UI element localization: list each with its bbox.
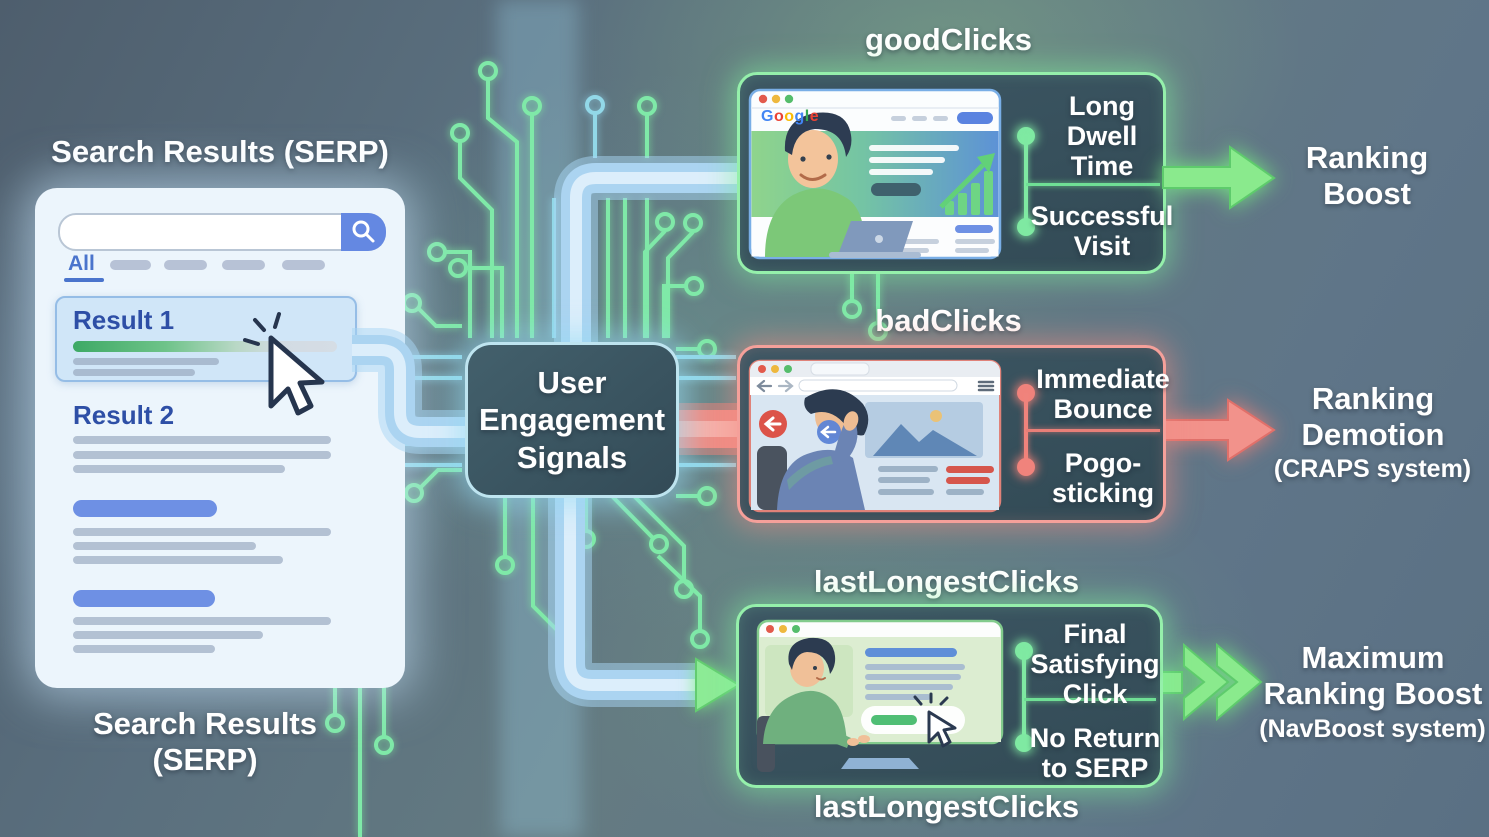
magnifier-icon (352, 220, 375, 243)
browser-good-illustration (748, 88, 1002, 260)
badclicks-title: badClicks (875, 303, 1022, 338)
happy-user-illustration (765, 112, 921, 258)
page-heading-placeholder (865, 648, 957, 657)
search-input[interactable] (58, 213, 386, 251)
skeleton-line (73, 451, 331, 459)
goodclicks-title: goodClicks (864, 22, 1033, 57)
skeleton-line (73, 617, 331, 625)
google-logo: Google (761, 108, 820, 125)
skeleton-line (73, 542, 256, 550)
result-link-pill[interactable] (73, 590, 215, 607)
cursor-icon (927, 710, 957, 748)
tab-placeholder[interactable] (282, 260, 325, 270)
green-traces (325, 61, 888, 837)
skeleton-line (73, 358, 219, 365)
growth-chart-icon (945, 171, 993, 215)
serp-caption: Search Results (SERP) (93, 706, 317, 777)
signal-label-final-satisfying-click: Final Satisfying Click (1030, 619, 1160, 710)
pipe-center-to-lastlongest (548, 492, 741, 713)
url-bar[interactable] (798, 379, 958, 392)
signal-line (1022, 651, 1026, 743)
browser-last-illustration (756, 619, 1004, 772)
traffic-lights-icon (758, 365, 792, 373)
tab-all[interactable]: All (68, 252, 95, 275)
typing-user-illustration (757, 637, 919, 772)
tab-all-underline (64, 278, 104, 282)
image-placeholder (865, 402, 983, 458)
menu-button[interactable] (977, 380, 995, 392)
result-2-title[interactable]: Result 2 (73, 400, 175, 430)
outcome-craps-system: (CRAPS system) (1273, 455, 1472, 483)
signal-label-immediate-bounce: Immediate Bounce (1036, 364, 1170, 425)
tab-placeholder[interactable] (222, 260, 265, 270)
pipe-center-to-goodclicks (554, 156, 739, 344)
tab-placeholder[interactable] (164, 260, 207, 270)
toolbar-placeholders (891, 116, 948, 121)
outcome-navboost-system: (NavBoost system) (1259, 715, 1486, 743)
cta-button[interactable] (871, 183, 921, 196)
skeleton-line (73, 465, 285, 473)
click-ticks-icon (913, 692, 949, 706)
confirm-button[interactable] (871, 715, 917, 725)
signal-divider (1024, 698, 1156, 701)
skeleton-line (73, 528, 331, 536)
keyboard-icon (841, 758, 919, 769)
skeleton-line (73, 369, 195, 376)
signal-label-pogo-sticking: Pogo- sticking (1051, 448, 1155, 509)
skeleton-line (73, 436, 331, 444)
result-link-pill[interactable] (73, 500, 217, 517)
page-text-placeholders (865, 664, 965, 700)
center-box: User Engagement Signals (465, 342, 679, 498)
panel-lastlongestclicks: Final Satisfying Click No Return to SERP (736, 604, 1163, 788)
page-text-placeholders (878, 466, 994, 495)
signal-dot (1015, 734, 1033, 752)
search-button[interactable] (341, 213, 386, 251)
growth-arrow-icon (939, 163, 985, 209)
arrowhead-lastlongest (695, 657, 741, 713)
forward-button[interactable] (777, 379, 794, 393)
signal-dot (1017, 218, 1035, 236)
outcome-ranking-demotion: Ranking Demotion (1301, 381, 1445, 452)
lastlongestclicks-title-bottom: lastLongestClicks (813, 789, 1080, 824)
back-button[interactable] (756, 379, 773, 393)
click-ticks-icon (243, 312, 281, 346)
back-navigation-icon[interactable] (759, 410, 787, 438)
tab-placeholder[interactable] (110, 260, 151, 270)
signal-divider (1026, 429, 1160, 432)
signal-label-no-return-to-serp: No Return to SERP (1029, 723, 1161, 784)
browser-bad-illustration (748, 359, 1002, 513)
panel-goodclicks: Google Long Dwell Time Successful Visit (737, 72, 1173, 274)
skeleton-line (73, 645, 215, 653)
panel-badclicks: Immediate Bounce Pogo- sticking (737, 345, 1170, 523)
traffic-lights-icon (758, 94, 794, 104)
signal-divider (1026, 183, 1160, 186)
skeleton-line (73, 556, 283, 564)
signin-button[interactable] (957, 112, 993, 124)
serp-title: Search Results (SERP) (51, 134, 389, 169)
signal-label-successful-visit: Successful Visit (1030, 201, 1174, 262)
serp-card: All Result 1 Result 2 (35, 188, 405, 688)
skeleton-line (73, 631, 263, 639)
hero-text-placeholders (869, 145, 959, 175)
bouncing-user-illustration (757, 389, 869, 510)
traffic-lights-icon (766, 625, 800, 633)
center-box-label: User Engagement Signals (478, 365, 666, 475)
pipe-serp-to-center (352, 328, 467, 454)
signal-dot (1017, 458, 1035, 476)
outcome-maximum-ranking-boost: Maximum Ranking Boost (1263, 640, 1483, 711)
outcome-ranking-boost: Ranking Boost (1305, 140, 1429, 211)
result-1-title[interactable]: Result 1 (73, 305, 175, 335)
visited-progress-bar (73, 341, 337, 352)
lastlongestclicks-title-top: lastLongestClicks (813, 564, 1080, 599)
signal-label-long-dwell-time: Long Dwell Time (1066, 91, 1138, 182)
cursor-icon (243, 312, 325, 416)
signal-line (1024, 136, 1028, 227)
